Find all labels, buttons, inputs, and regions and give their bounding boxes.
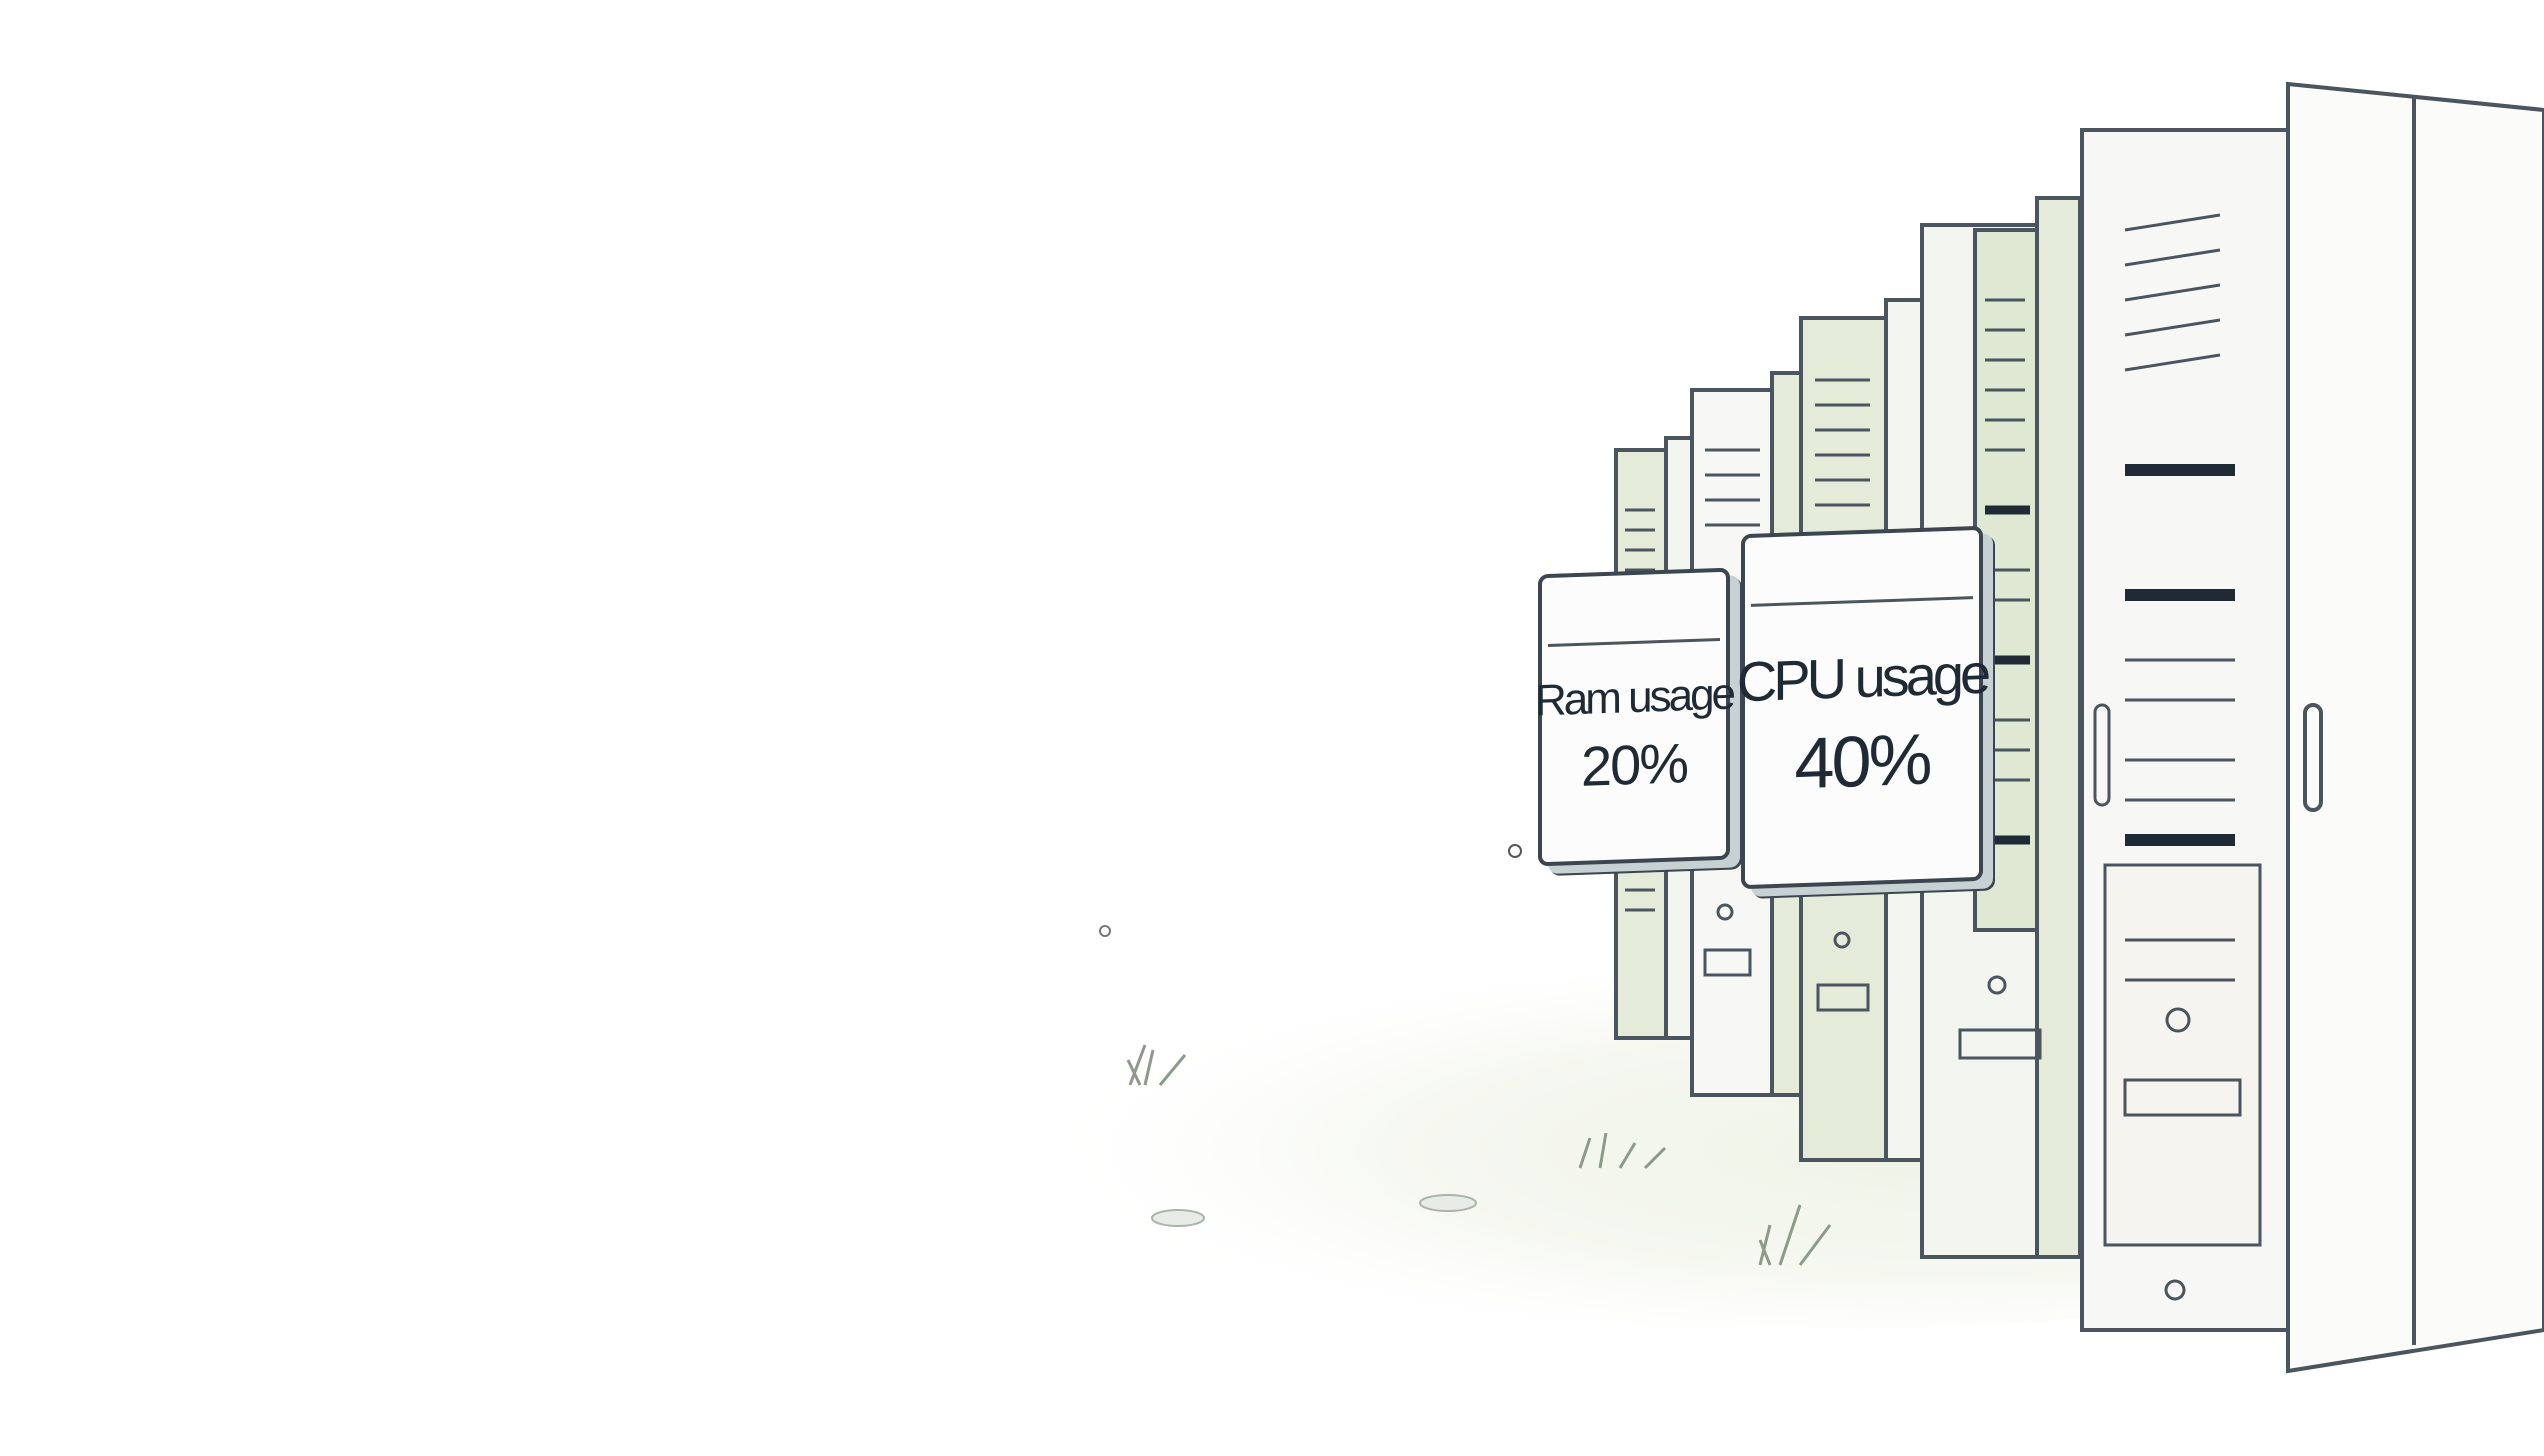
small-circle (1508, 844, 1522, 858)
grass-tufts (1126, 1044, 1832, 1266)
server-tower-5 (2080, 81, 2544, 1374)
panel-divider (1751, 596, 1973, 607)
ram-usage-label: Ram usage (1535, 669, 1734, 726)
cpu-usage-panel: CPU usage 40% (1737, 525, 1987, 890)
small-circle (1099, 925, 1111, 937)
pebble (1151, 1209, 1205, 1227)
ram-usage-value: 20% (1580, 731, 1688, 799)
panel-divider (1548, 637, 1720, 648)
pebble (1419, 1194, 1477, 1212)
ram-usage-panel: Ram usage 20% (1535, 567, 1734, 867)
cpu-usage-label: CPU usage (1736, 641, 1988, 714)
cpu-usage-value: 40% (1794, 719, 1930, 804)
